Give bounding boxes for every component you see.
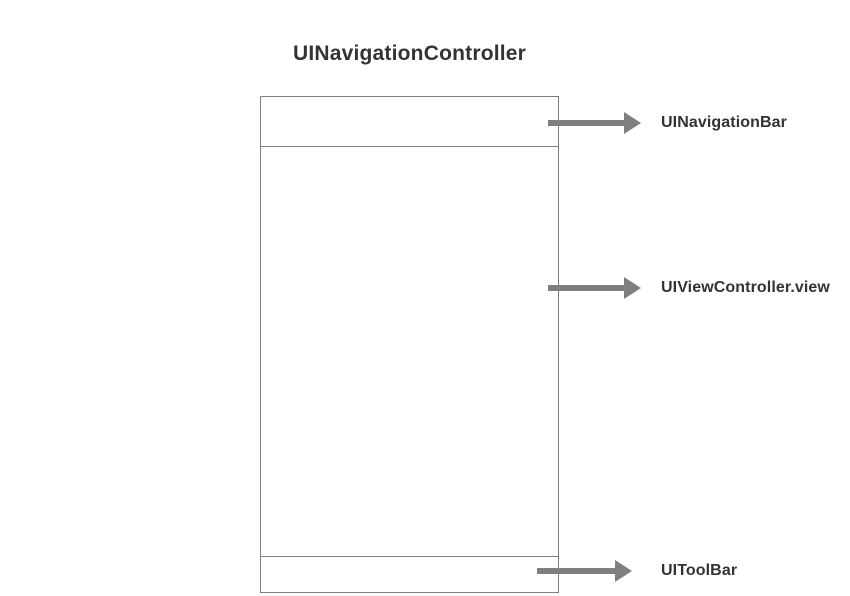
navigation-bar-region [261, 97, 558, 147]
toolbar-region [261, 556, 558, 592]
view-region [261, 147, 558, 556]
navigation-controller-frame [260, 96, 559, 593]
toolbar-label: UIToolBar [661, 562, 738, 579]
arrow-shaft [537, 568, 616, 574]
arrow-shaft [548, 285, 625, 291]
view-controller-view-label: UIViewController.view [661, 279, 830, 296]
arrow-head-icon [624, 277, 641, 299]
navigation-bar-label: UINavigationBar [661, 114, 787, 131]
diagram-title: UINavigationController [292, 42, 527, 65]
arrow-head-icon [615, 560, 632, 582]
toolbar-arrow [537, 560, 632, 582]
navigation-bar-arrow [548, 112, 641, 134]
arrow-shaft [548, 120, 625, 126]
arrow-head-icon [624, 112, 641, 134]
view-controller-arrow [548, 277, 641, 299]
